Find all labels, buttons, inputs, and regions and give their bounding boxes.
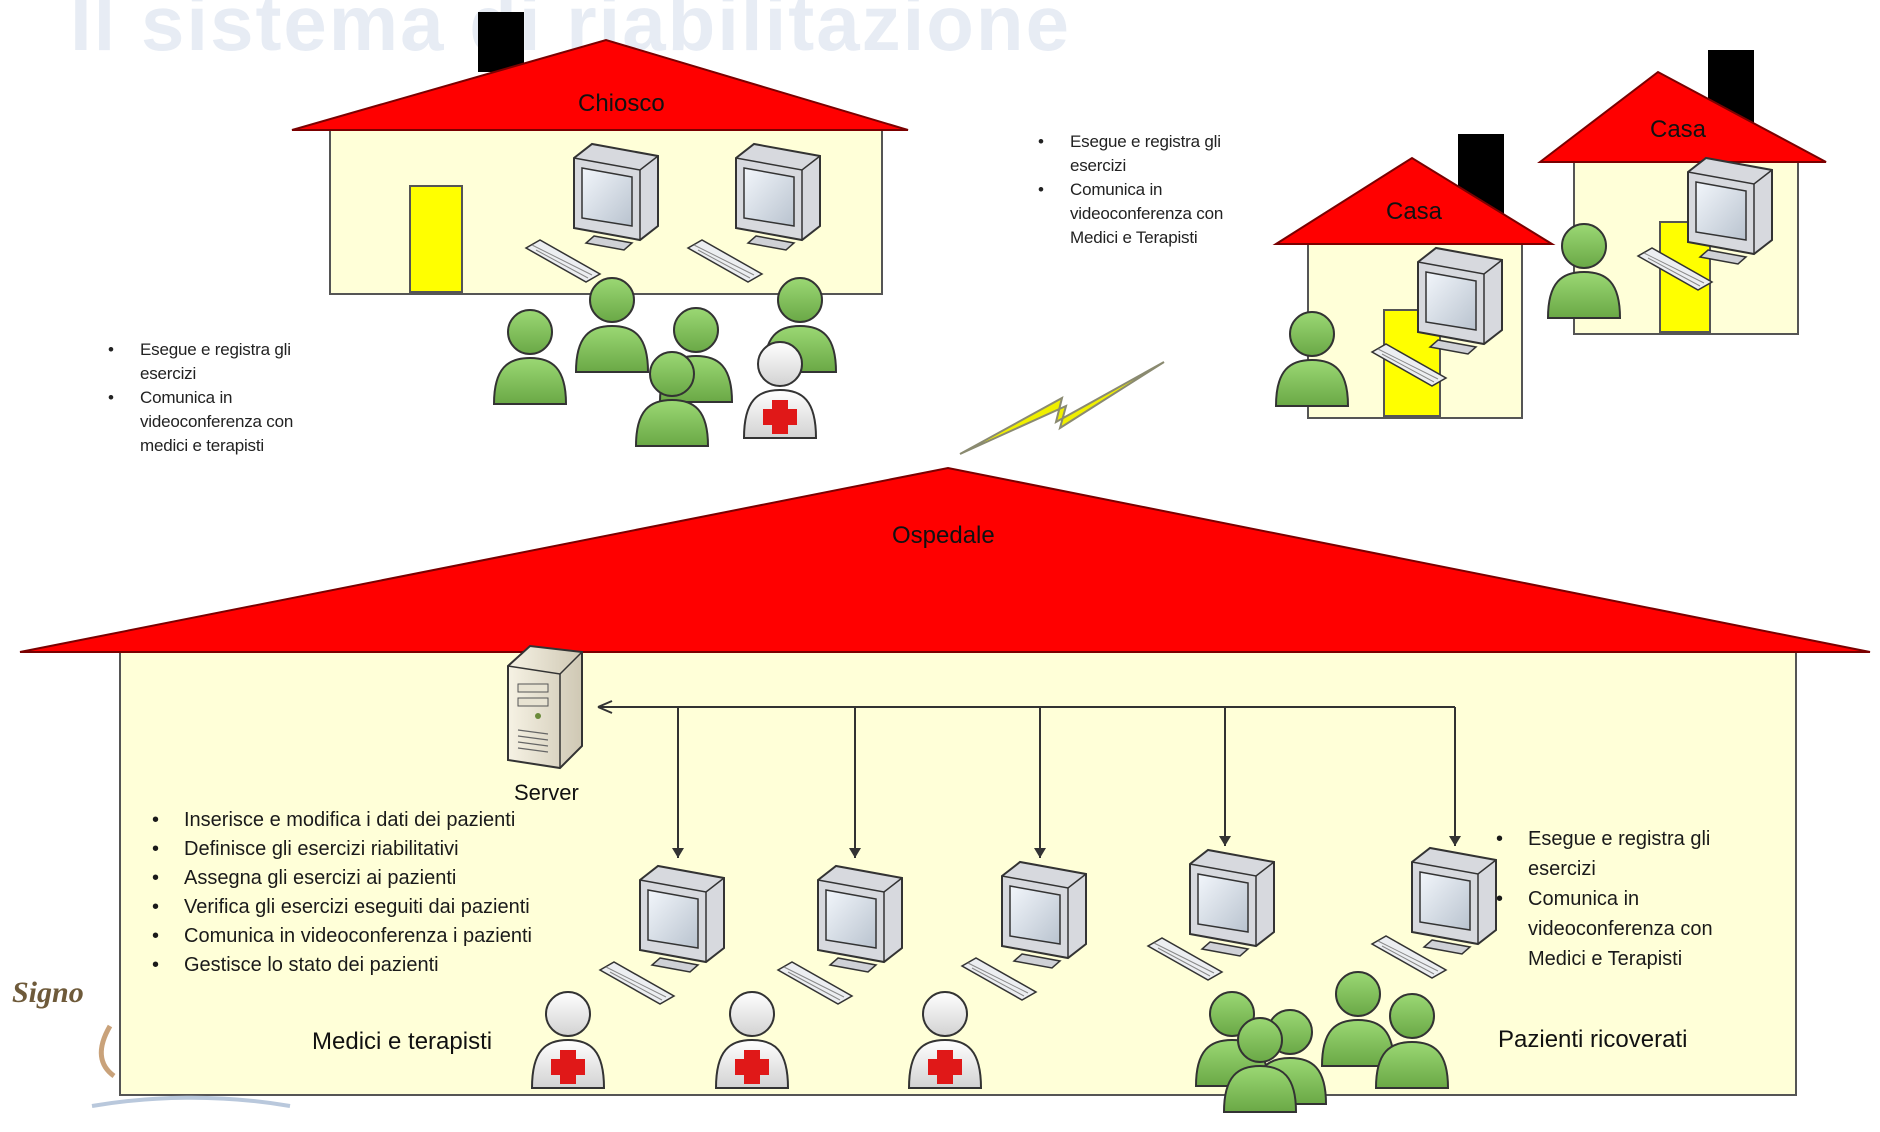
kiosk-label: Chiosco [578, 90, 665, 117]
list-item: Gestisce lo stato dei pazienti [144, 951, 664, 980]
kiosk-patients [493, 277, 837, 447]
hospital-label: Ospedale [892, 522, 995, 549]
list-item: Inserisce e modifica i dati dei pazienti [144, 806, 664, 835]
person-icon [493, 309, 567, 405]
signature-logo [91, 1024, 291, 1108]
home-roof [1272, 156, 1556, 245]
list-item: Comunica in videoconferenza i pazienti [144, 922, 664, 951]
list-item: Definisce gli esercizi riabilitativi [144, 835, 664, 864]
door [409, 185, 463, 293]
home-left-label: Casa [1386, 198, 1443, 225]
network-lines [597, 700, 1461, 858]
list-item: Verifica gli esercizi eseguiti dai pazie… [144, 893, 664, 922]
home-left-building [1272, 134, 1556, 419]
lightning-icon [959, 361, 1165, 455]
list-item: Assegna gli esercizi ai pazienti [144, 864, 664, 893]
staff-group-label: Medici e terapisti [312, 1028, 493, 1055]
signature-text: Signo [12, 976, 84, 1009]
chimney [478, 12, 524, 72]
server-label: Server [514, 780, 579, 805]
hospital-roof [19, 466, 1871, 653]
server-icon [507, 645, 583, 769]
kiosk-roof [291, 38, 909, 131]
staff-function-list: Inserisce e modifica i dati dei pazienti… [144, 806, 664, 980]
home-roof [1537, 70, 1827, 163]
home-right-label: Casa [1650, 116, 1707, 143]
kiosk-building [291, 12, 909, 295]
inpatients-group-label: Pazienti ricoverati [1498, 1026, 1688, 1053]
home-right-building [1537, 50, 1827, 335]
